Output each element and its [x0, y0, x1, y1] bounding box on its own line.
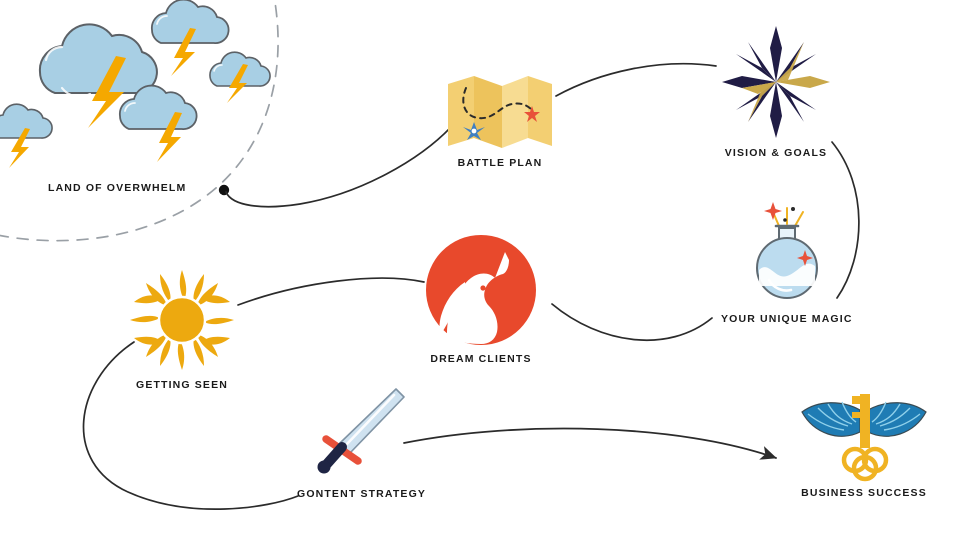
unicorn-eye	[480, 285, 486, 291]
key-wing-right	[867, 401, 927, 437]
land-of-overwhelm-label: LAND OF OVERWHELM	[48, 182, 187, 194]
sun-icon	[130, 270, 234, 370]
flask-liquid-surface	[758, 263, 815, 286]
flask-sparkle-top	[763, 202, 782, 220]
map-x-marker	[524, 106, 540, 122]
connector-magic-to-dream-clients	[551, 303, 713, 342]
compass-cardinal-points	[722, 26, 830, 138]
land-of-overwhelm-region: LAND OF OVERWHELM	[0, 0, 300, 200]
potion-flask-icon	[755, 202, 818, 299]
node-label-unique-magic: YOUR UNIQUE MAGIC	[721, 313, 853, 325]
lightning-bolt-large	[88, 56, 126, 128]
compass-gold-accent-ne	[776, 42, 804, 82]
unicorn-circle-icon	[426, 235, 536, 345]
key-wing-left	[801, 401, 861, 437]
sword-blade	[338, 388, 405, 454]
lightning-bolt-top	[171, 28, 196, 76]
compass-star-icon	[722, 26, 830, 138]
sun-rays	[130, 270, 234, 370]
node-label-business-success: BUSINESS SUCCESS	[801, 487, 927, 499]
node-vision-goals[interactable]: VISION & GOALS	[718, 24, 834, 159]
lightning-bolt-small-left	[9, 128, 30, 168]
storm-cloud-right	[209, 51, 271, 87]
storm-clouds-art	[0, 0, 271, 168]
sword-pommel	[317, 460, 331, 474]
key-body	[841, 394, 889, 482]
connector-content-to-business-success	[403, 427, 777, 460]
compass-gold-accent-sw	[748, 82, 776, 122]
folded-map-icon	[448, 76, 552, 148]
sword-icon	[317, 388, 405, 474]
lightning-bolt-center	[157, 112, 182, 162]
node-label-battle-plan: BATTLE PLAN	[457, 157, 543, 169]
storm-cloud-small-left	[0, 103, 53, 139]
connector-battle-plan-to-vision	[555, 62, 717, 97]
map-compass-marker	[463, 122, 485, 140]
node-label-dream-clients: DREAM CLIENTS	[430, 353, 532, 365]
lightning-bolt-right	[227, 64, 248, 103]
sword-blade-highlight	[344, 393, 395, 447]
node-dream-clients[interactable]: DREAM CLIENTS	[423, 232, 539, 365]
sun-disc-ring	[157, 295, 207, 345]
node-getting-seen[interactable]: GETTING SEEN	[126, 266, 238, 391]
flask-highlight	[767, 278, 793, 292]
node-business-success[interactable]: BUSINESS SUCCESS	[798, 386, 930, 499]
sun-disc	[159, 297, 205, 343]
node-content-strategy[interactable]: GONTENT STRATEGY	[297, 383, 426, 500]
unicorn-silhouette	[447, 252, 509, 344]
flask-sparkle-inner	[796, 250, 813, 266]
connector-dream-clients-to-getting-seen	[237, 277, 425, 306]
winged-key-icon	[801, 394, 927, 482]
node-label-vision-goals: VISION & GOALS	[724, 147, 828, 159]
storm-cloud-top	[151, 0, 230, 44]
unicorn-mane	[439, 282, 465, 338]
storm-cloud-large	[38, 23, 158, 98]
node-unique-magic[interactable]: YOUR UNIQUE MAGIC	[721, 196, 853, 325]
node-battle-plan[interactable]: BATTLE PLAN	[444, 68, 556, 169]
node-label-content-strategy: GONTENT STRATEGY	[297, 488, 427, 500]
sword-hilt	[320, 442, 347, 470]
flask-emanation-lines	[771, 207, 804, 227]
node-label-getting-seen: GETTING SEEN	[136, 379, 228, 391]
